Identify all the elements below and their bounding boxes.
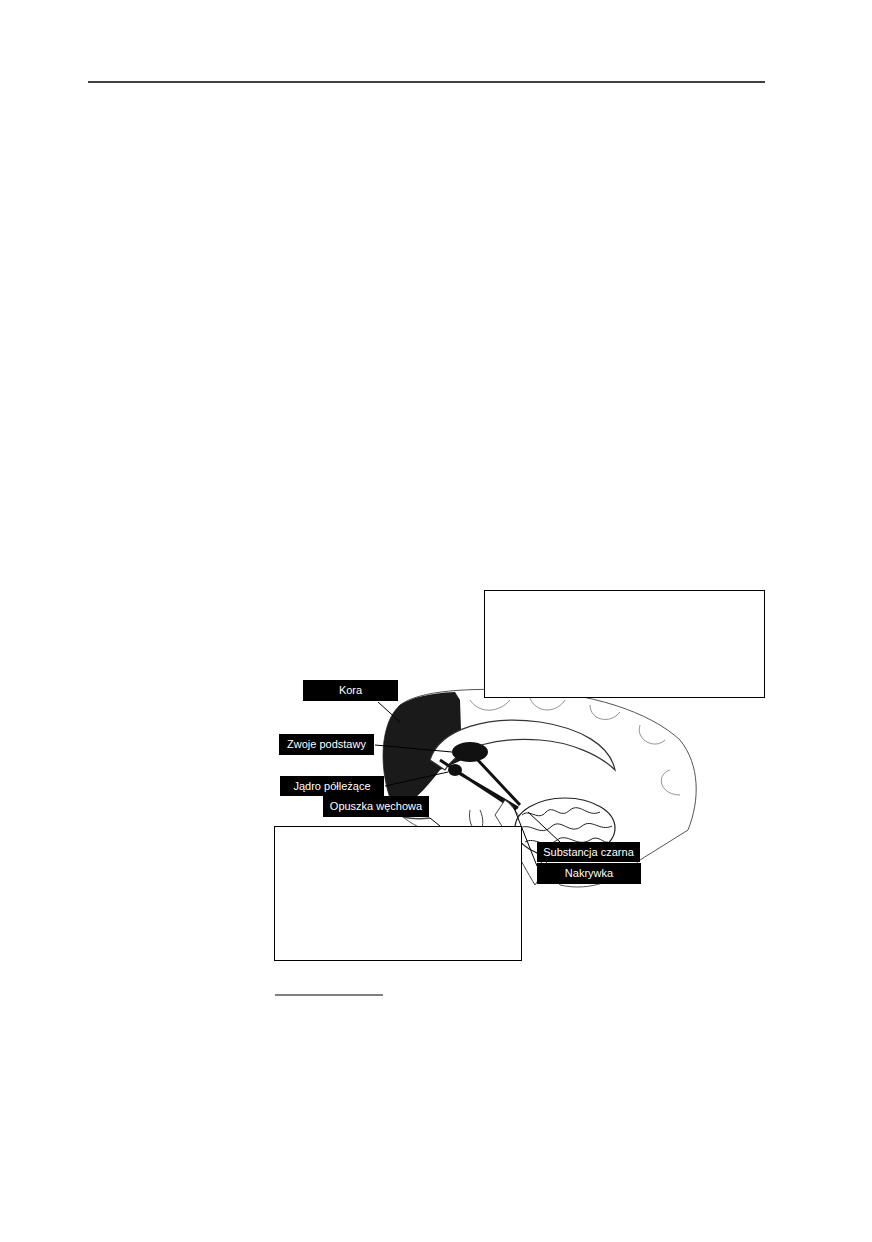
basal-ganglia bbox=[452, 742, 488, 762]
footnote-rule bbox=[275, 995, 383, 996]
label-text: Kora bbox=[339, 684, 362, 697]
empty-box bbox=[485, 591, 765, 698]
label-box: Substancja czarna bbox=[537, 842, 640, 862]
leader-line bbox=[385, 772, 448, 786]
leader-line bbox=[430, 818, 440, 826]
label-text: Nakrywka bbox=[565, 867, 613, 880]
label-text: Substancja czarna bbox=[543, 846, 634, 859]
cerebellum-folia bbox=[520, 808, 612, 844]
label-box: Nakrywka bbox=[537, 863, 641, 884]
leader-line bbox=[378, 702, 400, 722]
header-rule bbox=[88, 81, 765, 83]
corpus-callosum bbox=[430, 720, 615, 770]
label-box: Jądro półleżące bbox=[280, 776, 384, 796]
leader-line bbox=[375, 745, 452, 752]
label-box: Zwoje podstawy bbox=[279, 734, 374, 755]
label-text: Opuszka węchowa bbox=[330, 800, 422, 813]
leader-line bbox=[528, 812, 560, 842]
label-text: Jądro półleżące bbox=[293, 780, 370, 793]
label-box: Kora bbox=[303, 680, 398, 701]
empty-box bbox=[275, 827, 522, 961]
label-box: Opuszka węchowa bbox=[323, 796, 429, 817]
label-text: Zwoje podstawy bbox=[287, 738, 366, 751]
